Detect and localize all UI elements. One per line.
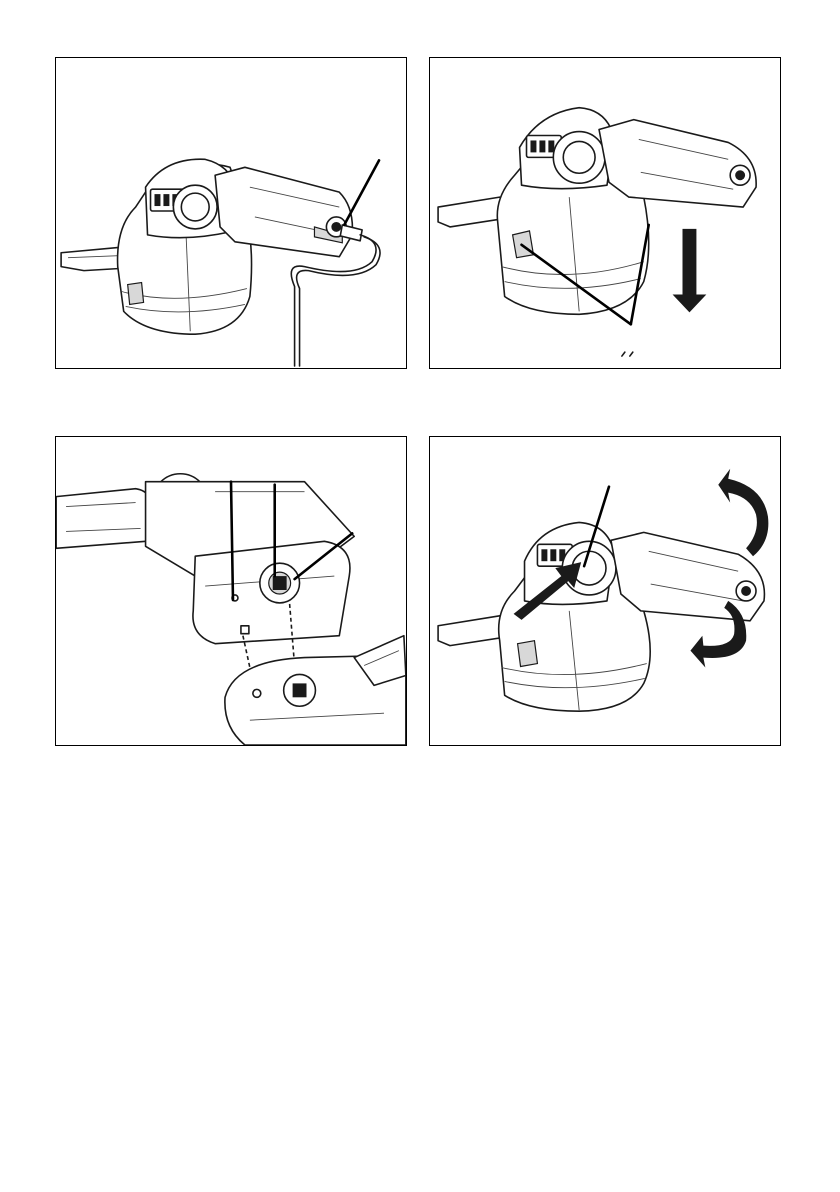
figure-3-panel bbox=[55, 436, 407, 746]
figure-2-illustration bbox=[430, 58, 780, 368]
callout-line bbox=[344, 160, 379, 225]
figure-4-illustration bbox=[430, 437, 780, 745]
figure-2-panel bbox=[429, 57, 781, 369]
figure-1-illustration bbox=[56, 58, 406, 368]
figure-4-panel bbox=[429, 436, 781, 746]
figure-1-panel bbox=[55, 57, 407, 369]
figure-3-illustration bbox=[56, 437, 406, 745]
down-arrow-icon bbox=[673, 229, 707, 312]
rotate-arrow-icon bbox=[718, 469, 768, 556]
